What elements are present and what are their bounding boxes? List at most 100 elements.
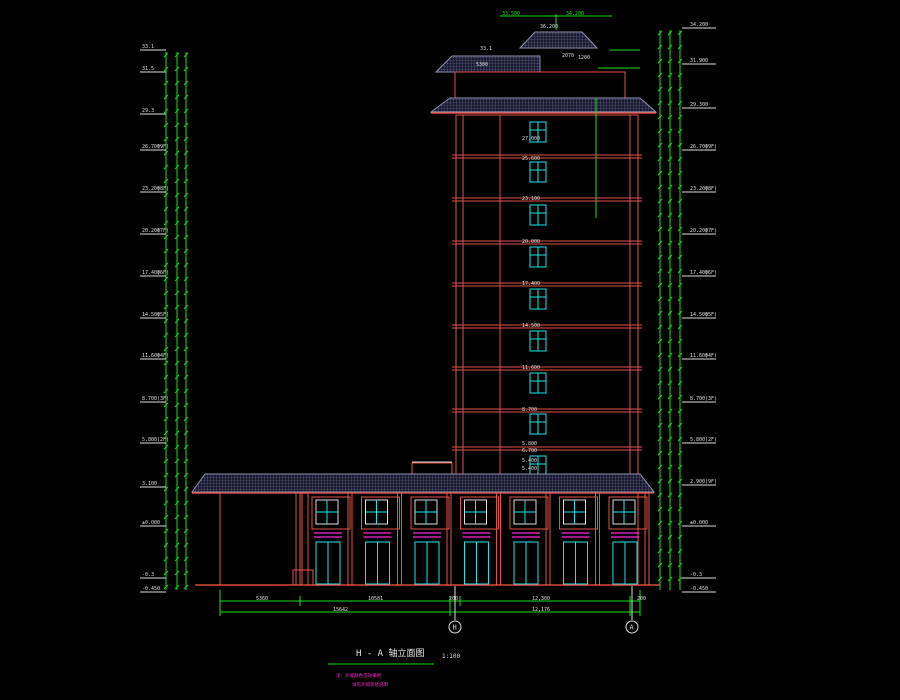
dim-tick — [657, 436, 663, 442]
dim-tick — [657, 58, 663, 64]
dim-tick — [163, 584, 169, 590]
dim-tick — [174, 360, 180, 366]
dim-tick — [657, 534, 663, 540]
dim-tick — [163, 528, 169, 534]
left-level-label: 11.600 — [142, 353, 160, 359]
right-level-label: 17.400 — [690, 270, 708, 276]
dim-tick — [174, 528, 180, 534]
dim-tick — [657, 100, 663, 106]
dim-tick — [183, 94, 189, 100]
dim-tick — [677, 156, 683, 162]
dim-tick — [667, 506, 673, 512]
dim-tick — [667, 422, 673, 428]
drawing-title: H - A 轴立面图 — [356, 647, 425, 659]
dim-tick — [183, 192, 189, 198]
dim-tick — [174, 458, 180, 464]
left-level-label: -0.450 — [142, 586, 160, 592]
dim-tick — [677, 44, 683, 50]
dim-tick — [163, 80, 169, 86]
dim-tick — [163, 332, 169, 338]
dim-tick — [677, 562, 683, 568]
dim-tick — [677, 520, 683, 526]
center-level-mark: 23.100 — [522, 196, 540, 202]
dim-tick — [174, 332, 180, 338]
dim-tick — [163, 388, 169, 394]
dim-tick — [174, 570, 180, 576]
dim-tick — [657, 296, 663, 302]
dim-tick — [174, 584, 180, 590]
dim-tick — [657, 30, 663, 36]
dim-tick — [667, 338, 673, 344]
dim-tick — [174, 164, 180, 170]
dim-tick — [667, 226, 673, 232]
dim-tick — [667, 114, 673, 120]
dim-tick — [163, 444, 169, 450]
dim-tick — [677, 408, 683, 414]
dim-tick — [657, 492, 663, 498]
tower-window — [529, 121, 547, 143]
right-level-label: ±0.000 — [690, 520, 708, 526]
right-level-label: 14.500 — [690, 312, 708, 318]
dim-tick — [174, 108, 180, 114]
dim-tick — [677, 324, 683, 330]
dim-tick — [677, 184, 683, 190]
dim-tick — [174, 444, 180, 450]
dim-tick — [174, 318, 180, 324]
dim-tick — [677, 86, 683, 92]
dim-tick — [677, 296, 683, 302]
drawing-scale: 1:100 — [442, 653, 460, 660]
podium-bay — [559, 493, 600, 585]
dim-tick — [657, 72, 663, 78]
dim-tick — [667, 324, 673, 330]
dim-tick — [657, 282, 663, 288]
left-level-label: 29.3 — [142, 108, 154, 114]
dim-tick — [163, 304, 169, 310]
right-floor-tag: (2F) — [705, 437, 717, 443]
dim-tick — [657, 324, 663, 330]
dim-tick — [183, 304, 189, 310]
dim-tick — [174, 416, 180, 422]
dim-tick — [657, 184, 663, 190]
right-level-label: 20.200 — [690, 228, 708, 234]
dim-tick — [183, 276, 189, 282]
dim-tick — [667, 184, 673, 190]
dim-tick — [183, 472, 189, 478]
dim-tick — [174, 388, 180, 394]
dim-tick — [677, 422, 683, 428]
dim-tick — [183, 584, 189, 590]
dim-tick — [677, 338, 683, 344]
dim-tick — [174, 206, 180, 212]
podium-bay — [311, 493, 353, 585]
center-level-mark: 17.400 — [522, 281, 540, 287]
dim-tick — [657, 408, 663, 414]
dim-tick — [667, 352, 673, 358]
tower-window — [529, 288, 547, 310]
dim-tick — [667, 548, 673, 554]
dim-tick — [163, 206, 169, 212]
dim-tick — [657, 240, 663, 246]
left-level-label: 14.500 — [142, 312, 160, 318]
dim-tick — [657, 576, 663, 582]
right-level-label: -0.3 — [690, 572, 702, 578]
dim-tick — [667, 240, 673, 246]
dim-tick — [677, 254, 683, 260]
dim-tick — [174, 150, 180, 156]
dim-tick — [163, 136, 169, 142]
left-level-label: 26.700 — [142, 144, 160, 150]
dim-tick — [163, 374, 169, 380]
left-floor-tag: (8F) — [157, 186, 169, 192]
right-floor-tag: (9F) — [705, 479, 717, 485]
dim-tick — [174, 500, 180, 506]
dim-tick — [163, 248, 169, 254]
left-level-labels: 33.131.529.326.700(9F)23.200(8F)20.200(7… — [140, 44, 169, 593]
dim-tick — [677, 534, 683, 540]
dim-tick — [657, 44, 663, 50]
dim-tick — [174, 402, 180, 408]
podium-bay — [509, 493, 551, 585]
dim-tick — [657, 366, 663, 372]
dim-tick — [174, 374, 180, 380]
dim-tick — [163, 262, 169, 268]
dim-tick — [163, 192, 169, 198]
left-level-label: 3.100 — [142, 481, 157, 487]
right-level-label: 2.900 — [690, 479, 705, 485]
